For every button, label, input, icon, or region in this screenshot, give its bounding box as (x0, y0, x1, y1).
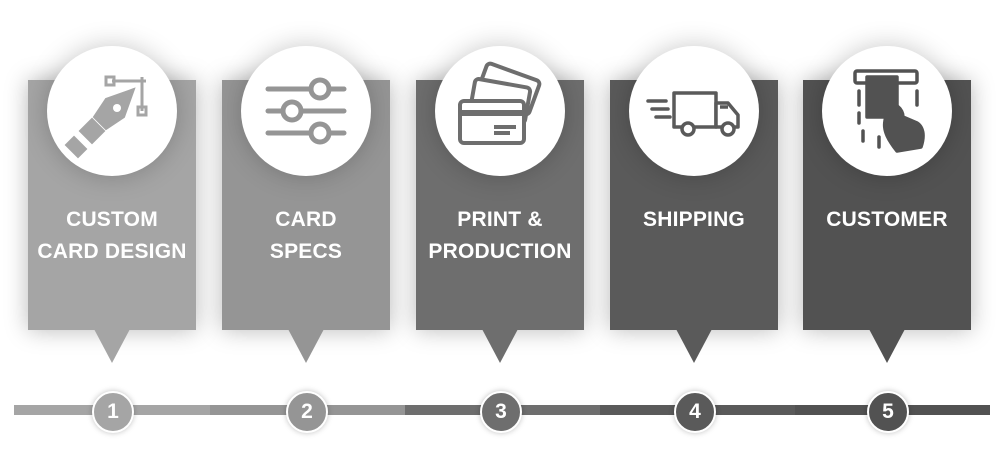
cards-icon (458, 61, 542, 145)
step-3: PRINT & PRODUCTION (416, 0, 584, 450)
icon-circle (822, 46, 952, 176)
step-label: CARD SPECS (222, 204, 390, 268)
step-pointer (288, 329, 324, 363)
step-label-line-1: CUSTOM (66, 208, 158, 231)
step-4: SHIPPING (610, 0, 778, 450)
icon-circle (241, 46, 371, 176)
step-pointer (869, 329, 905, 363)
step-pointer (676, 329, 712, 363)
icon-circle (629, 46, 759, 176)
step-label-line-2: CARD DESIGN (37, 240, 187, 263)
step-label: CUSTOM CARD DESIGN (28, 204, 196, 268)
sliders-icon (265, 77, 347, 145)
step-number-4: 4 (674, 391, 716, 433)
step-pointer (94, 329, 130, 363)
truck-icon (646, 91, 740, 137)
step-label: PRINT & PRODUCTION (416, 204, 584, 268)
step-number-5: 5 (867, 391, 909, 433)
step-5: CUSTOMER (803, 0, 971, 450)
step-label-line-1: PRINT & (457, 208, 543, 231)
hand-card-icon (853, 69, 925, 153)
step-label: SHIPPING (610, 204, 778, 236)
icon-circle (47, 46, 177, 176)
step-label-line-2: SPECS (269, 240, 343, 263)
step-1: CUSTOM CARD DESIGN (28, 0, 196, 450)
step-2: CARD SPECS (222, 0, 390, 450)
step-number-2: 2 (286, 391, 328, 433)
step-label-line-1: CARD (275, 208, 337, 231)
pen-tool-icon (64, 75, 148, 159)
step-label: CUSTOMER (803, 204, 971, 236)
step-pointer (482, 329, 518, 363)
step-number-3: 3 (480, 391, 522, 433)
icon-circle (435, 46, 565, 176)
step-label-line-1: CUSTOMER (826, 208, 948, 231)
step-label-line-1: SHIPPING (643, 208, 745, 231)
step-number-1: 1 (92, 391, 134, 433)
step-label-line-2: PRODUCTION (428, 240, 572, 263)
